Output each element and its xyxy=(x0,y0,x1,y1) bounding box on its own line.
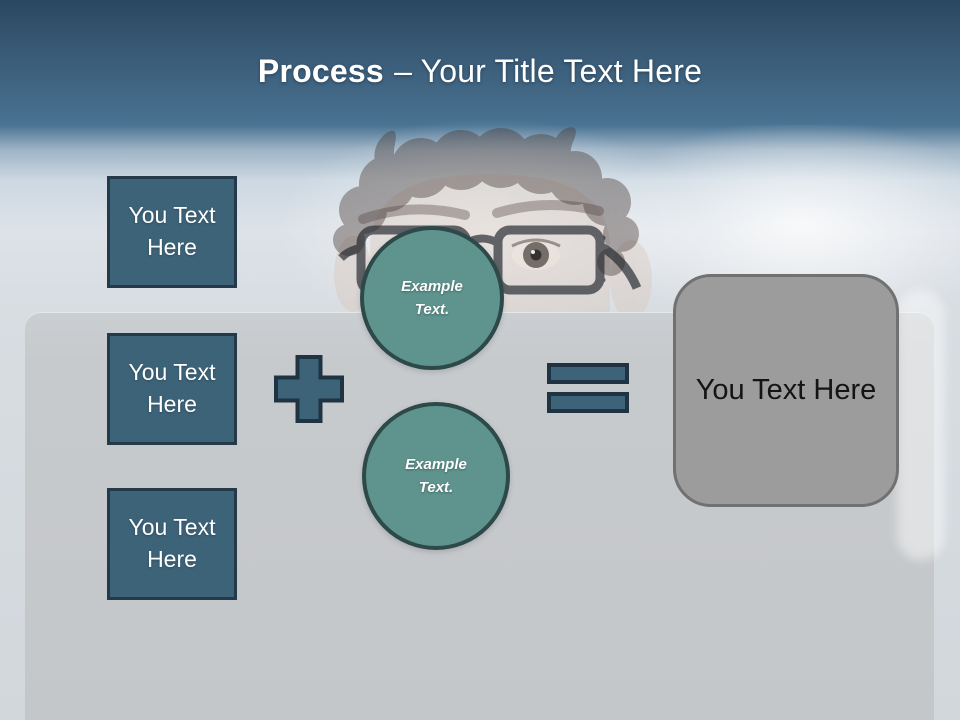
step-label: You Text Here xyxy=(128,202,216,260)
peeking-man-photo xyxy=(333,127,652,314)
step-label: You Text Here xyxy=(128,514,216,572)
hair xyxy=(333,127,639,276)
slide-title[interactable]: Process – Your Title Text Here xyxy=(0,53,960,90)
title-emphasis: Process xyxy=(257,53,384,89)
equals-icon xyxy=(547,363,629,413)
result-box[interactable]: You Text Here xyxy=(673,274,899,507)
plus-icon xyxy=(274,355,344,423)
circle-label: Example Text. xyxy=(405,455,467,496)
circle-label: Example Text. xyxy=(401,277,463,318)
title-rest: – Your Title Text Here xyxy=(394,53,703,89)
equals-bar-bottom xyxy=(547,392,629,413)
eye xyxy=(511,238,561,270)
eyebrows xyxy=(358,199,604,224)
example-circle-2[interactable]: Example Text. xyxy=(362,402,510,550)
panel-sheen xyxy=(897,290,945,560)
example-circle-1[interactable]: Example Text. xyxy=(360,226,504,370)
process-step-box-1[interactable]: You Text Here xyxy=(107,176,237,288)
result-label: You Text Here xyxy=(695,374,877,406)
process-step-box-2[interactable]: You Text Here xyxy=(107,333,237,445)
step-label: You Text Here xyxy=(128,359,216,417)
process-step-box-3[interactable]: You Text Here xyxy=(107,488,237,600)
equals-bar-top xyxy=(547,363,629,384)
